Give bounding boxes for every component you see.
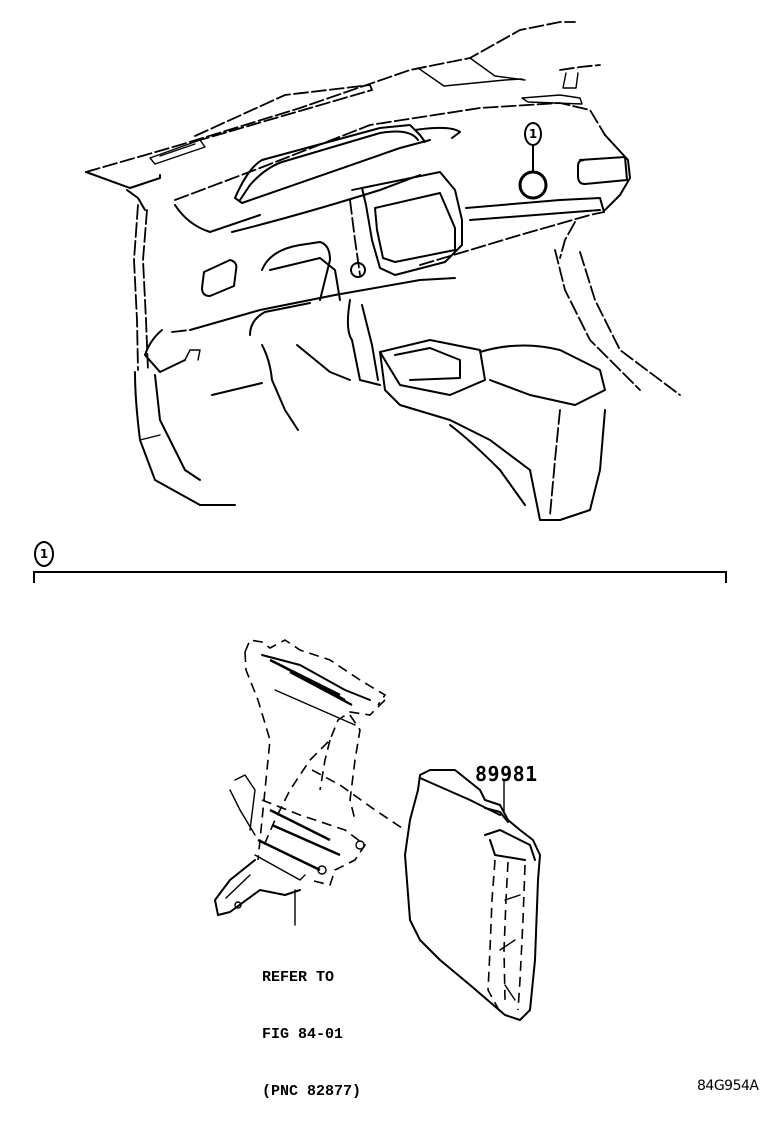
section-bracket [33,571,727,583]
reference-note-line-3: (PNC 82877) [262,1083,362,1100]
detail-illustration [214,639,541,1021]
figure-id-label: 84G954A [697,1078,759,1094]
diagram-canvas: 1 1 [33,21,759,1100]
reference-note-line-2: FIG 84-01 [262,1026,344,1043]
dashboard-illustration [85,21,681,521]
control-module-89981 [404,769,541,1021]
callout-1-badge: 1 [524,122,542,146]
section-1-badge: 1 [34,541,54,567]
reference-note: REFER TO FIG 84-01 (PNC 82877) [262,930,361,1139]
part-number-label: 89981 [475,762,538,786]
mounting-bracket [214,639,387,926]
reference-note-line-1: REFER TO [262,969,335,986]
